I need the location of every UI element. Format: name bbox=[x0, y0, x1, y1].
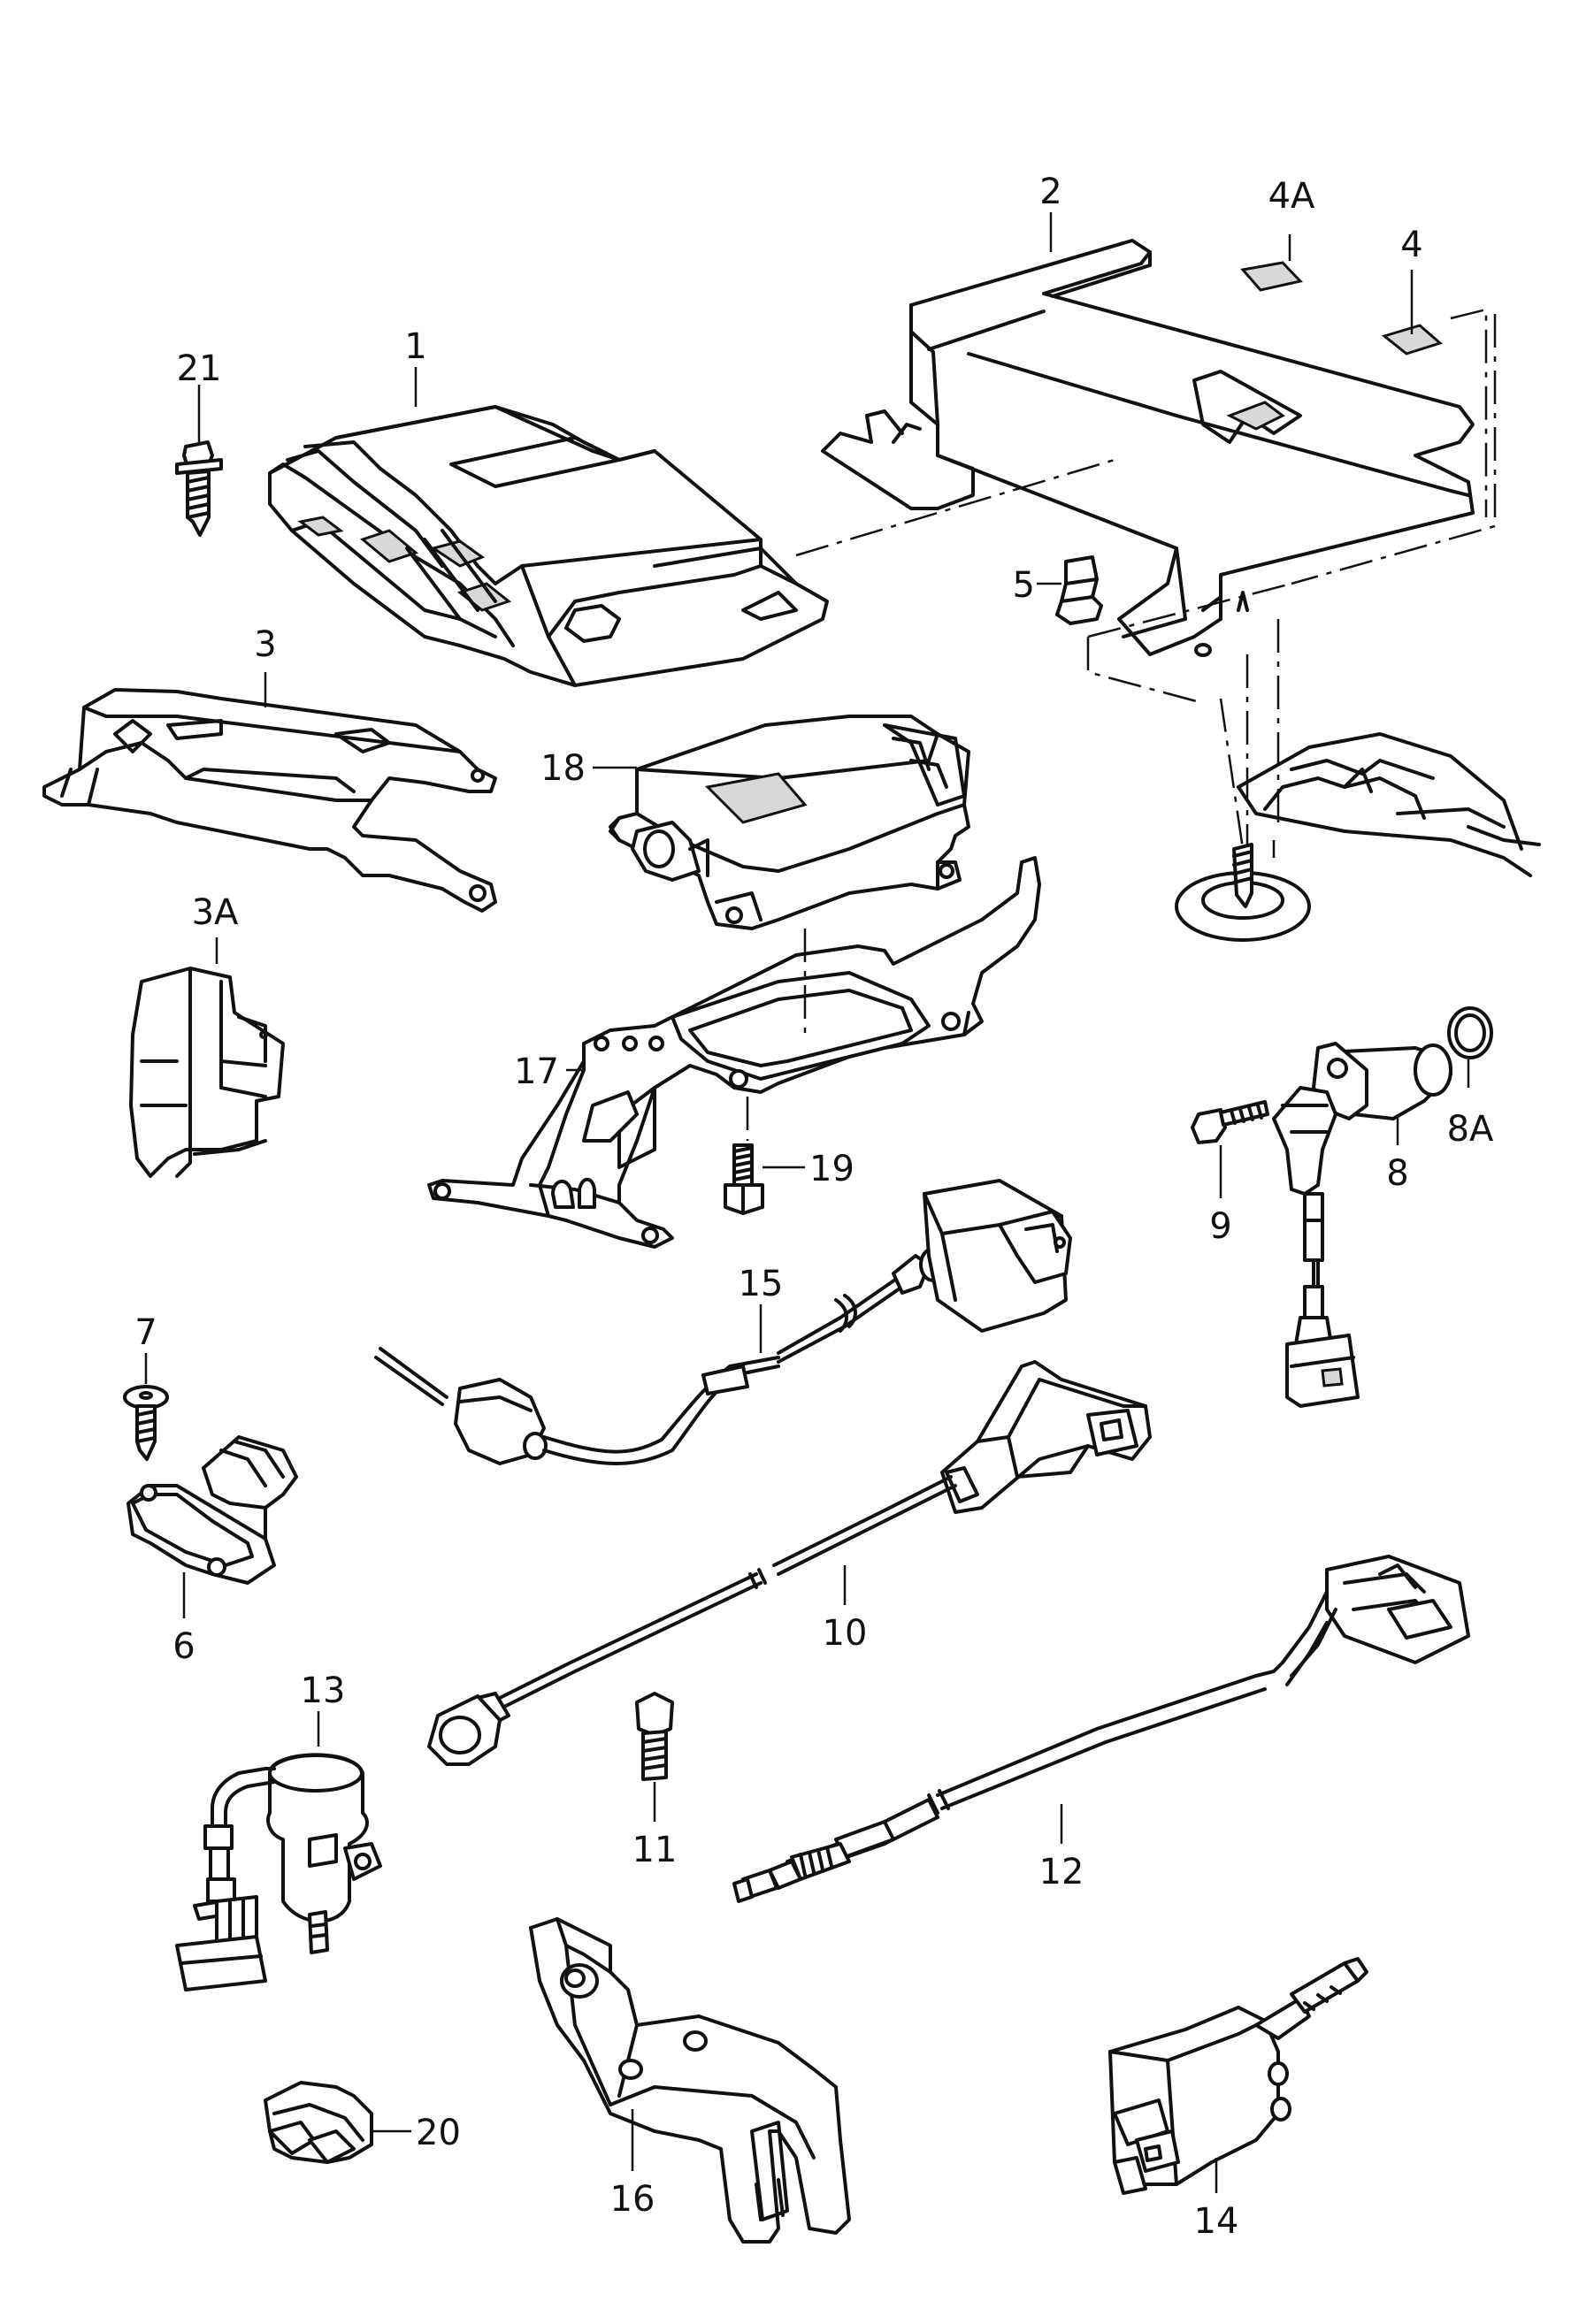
part-12-oxygen-sensor bbox=[732, 1555, 1470, 1903]
callout-10: 10 bbox=[823, 1613, 868, 1654]
callout-2: 2 bbox=[1039, 172, 1061, 212]
part-9-bolt bbox=[1191, 1100, 1269, 1144]
callout-1: 1 bbox=[404, 326, 426, 367]
part-1-control-unit bbox=[268, 405, 829, 687]
part-3A-bracket bbox=[129, 967, 285, 1178]
part-16-bracket bbox=[529, 1917, 851, 2244]
body-panel-section bbox=[1175, 732, 1541, 942]
part-8-speed-sensor bbox=[1272, 1042, 1452, 1408]
callout-19: 19 bbox=[809, 1149, 854, 1189]
part-21-screw bbox=[175, 440, 223, 537]
callout-12: 12 bbox=[1039, 1852, 1084, 1892]
part-19-screw bbox=[724, 1143, 764, 1215]
callout-17: 17 bbox=[514, 1051, 559, 1092]
assembly-lines bbox=[746, 308, 1497, 1141]
callout-5: 5 bbox=[1013, 565, 1035, 606]
part-3-bracket bbox=[42, 688, 497, 913]
callout-18: 18 bbox=[540, 748, 586, 789]
callout-4A: 4A bbox=[1268, 176, 1315, 217]
part-8A-o-ring bbox=[1447, 1006, 1493, 1059]
callout-9: 9 bbox=[1209, 1206, 1231, 1247]
callout-8: 8 bbox=[1386, 1153, 1408, 1194]
callout-11: 11 bbox=[632, 1830, 678, 1870]
part-4-clip bbox=[1381, 324, 1444, 355]
part-13-valve bbox=[175, 1753, 382, 1991]
callout-16: 16 bbox=[610, 2179, 655, 2220]
callout-21: 21 bbox=[177, 348, 222, 389]
callout-3: 3 bbox=[254, 624, 276, 665]
part-10-knock-sensor bbox=[427, 1360, 1152, 1766]
part-17-mounting-plate bbox=[427, 856, 1041, 1249]
callout-6: 6 bbox=[172, 1626, 195, 1667]
part-11-bolt bbox=[635, 1692, 674, 1781]
callout-3A: 3A bbox=[192, 892, 239, 933]
leader-lines bbox=[144, 212, 1470, 2193]
callout-14: 14 bbox=[1194, 2201, 1239, 2242]
part-20-clip bbox=[264, 2081, 373, 2164]
part-4A-clip bbox=[1240, 261, 1303, 292]
part-15-temperature-sensor bbox=[374, 1179, 1072, 1465]
callout-7: 7 bbox=[134, 1312, 157, 1353]
callout-20: 20 bbox=[416, 2113, 461, 2153]
part-2-mounting-bracket bbox=[821, 239, 1475, 657]
callout-labels: 1 2 4A 4 21 5 3 3A 18 17 19 8 8A 9 15 7 … bbox=[134, 172, 1494, 2242]
callout-15: 15 bbox=[739, 1264, 784, 1304]
part-14-switch bbox=[1108, 1957, 1368, 2195]
part-7-screw bbox=[123, 1385, 169, 1461]
callout-13: 13 bbox=[301, 1670, 346, 1711]
callout-4: 4 bbox=[1400, 225, 1422, 265]
callout-8A: 8A bbox=[1447, 1109, 1494, 1150]
part-6-pressure-sensor bbox=[126, 1435, 298, 1585]
part-5-nut bbox=[1055, 555, 1103, 625]
part-18-control-module bbox=[609, 715, 970, 930]
